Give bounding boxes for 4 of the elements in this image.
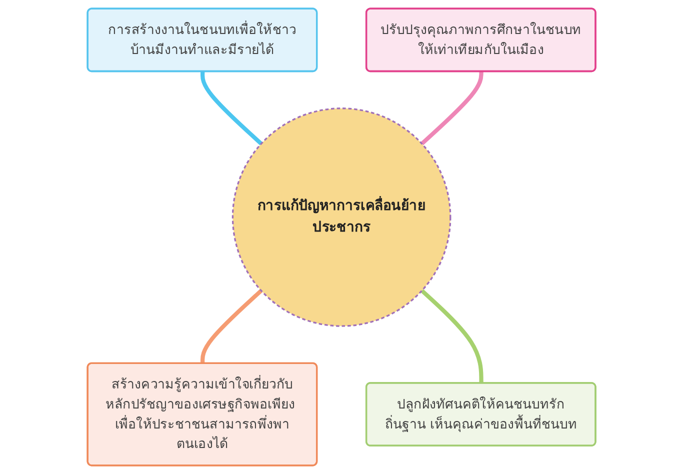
connector (200, 289, 264, 364)
connector (200, 72, 264, 146)
connector (420, 72, 484, 146)
connector (420, 289, 484, 384)
